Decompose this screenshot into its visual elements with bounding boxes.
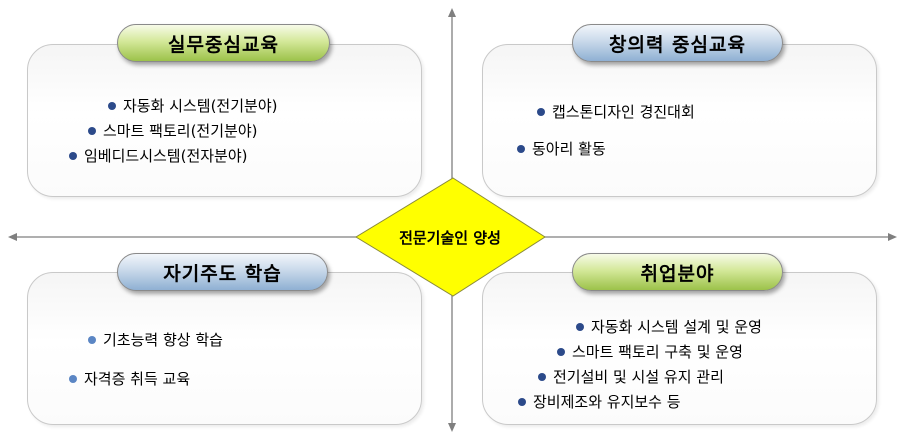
bullet-icon xyxy=(576,322,584,331)
bullet-icon xyxy=(69,151,77,160)
bottom-right-title: 취업분야 xyxy=(572,253,783,291)
bullet-icon xyxy=(69,374,77,383)
bullet-icon xyxy=(537,107,545,116)
list-item: 스마트 팩토리 구축 및 운영 xyxy=(557,341,743,362)
bullet-icon xyxy=(88,335,96,344)
center-diamond xyxy=(355,177,546,297)
list-item: 스마트 팩토리(전기분야) xyxy=(88,120,257,141)
center-label: 전문기술인 양성 xyxy=(399,228,501,247)
bullet-icon xyxy=(88,126,96,135)
list-item: 자동화 시스템 설계 및 운영 xyxy=(576,316,762,337)
quadrant-bottom-left-card xyxy=(27,272,422,425)
bullet-icon xyxy=(518,397,526,406)
list-item: 전기설비 및 시설 유지 관리 xyxy=(538,366,724,387)
list-item: 자격증 취득 교육 xyxy=(69,368,190,389)
bullet-icon xyxy=(108,101,116,110)
list-item: 자동화 시스템(전기분야) xyxy=(108,95,277,116)
bottom-left-title: 자기주도 학습 xyxy=(117,253,328,291)
top-right-title: 창의력 중심교육 xyxy=(572,24,783,62)
list-item: 장비제조와 유지보수 등 xyxy=(518,391,681,412)
list-item: 캡스톤디자인 경진대회 xyxy=(537,101,695,122)
list-item: 동아리 활동 xyxy=(517,138,606,159)
list-item: 기초능력 향상 학습 xyxy=(88,329,223,350)
bullet-icon xyxy=(557,347,565,356)
bullet-icon xyxy=(517,144,525,153)
quadrant-top-left-card xyxy=(27,44,422,197)
top-left-title: 실무중심교육 xyxy=(117,24,330,62)
bullet-icon xyxy=(538,372,546,381)
list-item: 임베디드시스템(전자분야) xyxy=(69,145,248,166)
quadrant-top-right-card xyxy=(482,44,877,197)
